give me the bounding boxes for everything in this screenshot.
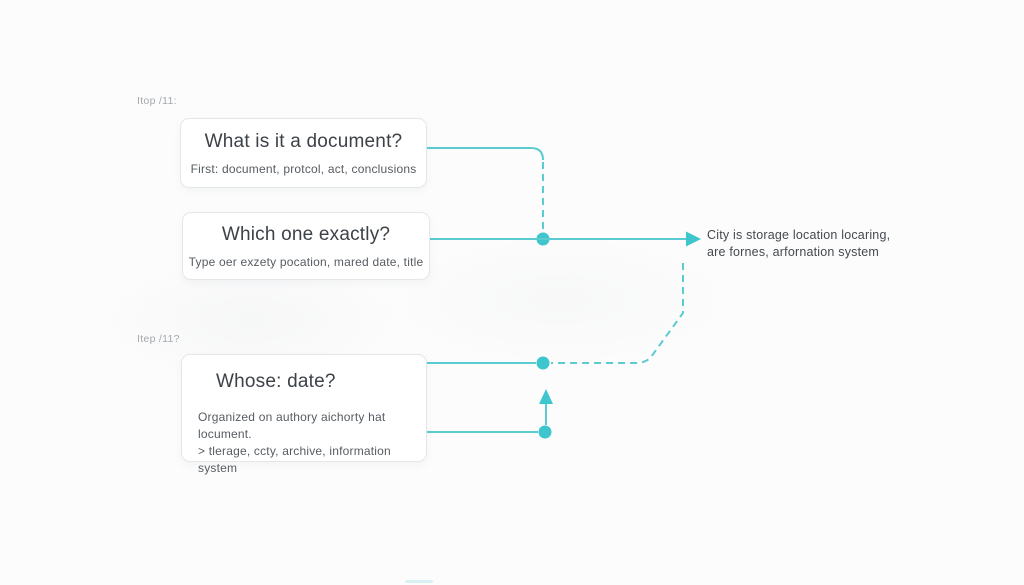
node1-title: What is it a document? [204, 130, 403, 152]
node3-body-line1: Organized on authory aichorty hat locume… [198, 410, 386, 441]
step-label-2: Itep /11? [137, 333, 180, 345]
arrow-right-icon [686, 231, 701, 247]
junction-dot-bottom [538, 425, 552, 439]
node3-title: Whose: date? [216, 371, 336, 392]
node-whose-date: Whose: date? Organized on authory aichor… [181, 354, 427, 475]
node-what-is-it-a-document: What is it a document? First: document, … [180, 118, 427, 188]
annotation-storage-location: City is storage location locaring, are f… [707, 227, 890, 261]
step-label-1: Itop /11: [137, 95, 177, 107]
node1-subtitle: First: document, protcol, act, conclusio… [190, 161, 417, 176]
node3-body-line2: > tlerage, ccty, archive, information sy… [198, 444, 391, 475]
node2-subtitle: Type oer exzety pocation, mared date, ti… [188, 254, 424, 269]
connector-node1-horizontal [427, 147, 544, 161]
node2-title: Which one exactly? [221, 223, 391, 245]
arrow-up-icon [539, 389, 553, 404]
annotation-line2: are fornes, arfornation system [707, 245, 880, 259]
stray-teal-mark [405, 580, 433, 583]
annotation-line1: City is storage location locaring, [707, 228, 891, 242]
junction-dot-middle [536, 356, 550, 370]
node-which-one-exactly: Which one exactly? Type oer exzety pocat… [182, 212, 430, 280]
connector-dashed-return [551, 263, 684, 364]
